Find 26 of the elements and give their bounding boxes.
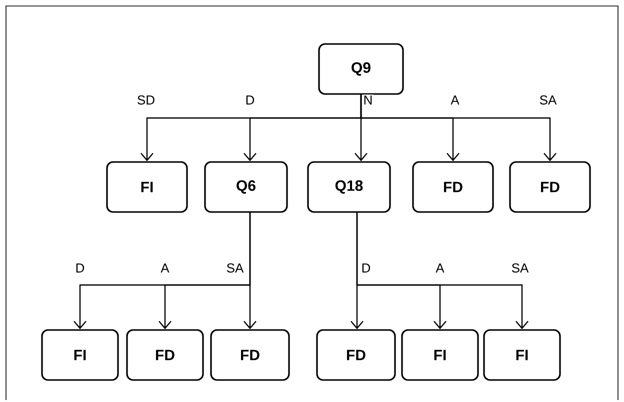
- arrow: [356, 212, 528, 330]
- decision-box: FI: [401, 329, 479, 381]
- edge-label: A: [434, 262, 446, 274]
- decision-box: FD: [412, 161, 494, 213]
- edge-label: D: [360, 262, 372, 274]
- edge-label: SA: [225, 262, 245, 274]
- decision-box: FI: [106, 161, 188, 213]
- decision-box: FD: [316, 329, 396, 381]
- decision-box: Q9: [318, 43, 404, 95]
- arrow: [360, 94, 556, 162]
- decision-box: FI: [483, 329, 561, 381]
- edge-label: D: [74, 262, 86, 274]
- decision-box: FI: [41, 329, 119, 381]
- decision-box: FD: [210, 329, 290, 381]
- arrow: [244, 212, 256, 330]
- edge-label: SA: [538, 94, 558, 106]
- edge-label: SD: [136, 94, 156, 106]
- decision-box: Q6: [204, 161, 288, 213]
- edge-label: N: [362, 94, 374, 106]
- edge-label: D: [244, 94, 256, 106]
- decision-box: FD: [509, 161, 591, 213]
- edge-label: A: [160, 262, 170, 274]
- edge-label: SA: [510, 262, 530, 274]
- decision-box: Q18: [307, 161, 391, 213]
- edge-label: A: [450, 94, 460, 106]
- decision-box: FD: [126, 329, 204, 381]
